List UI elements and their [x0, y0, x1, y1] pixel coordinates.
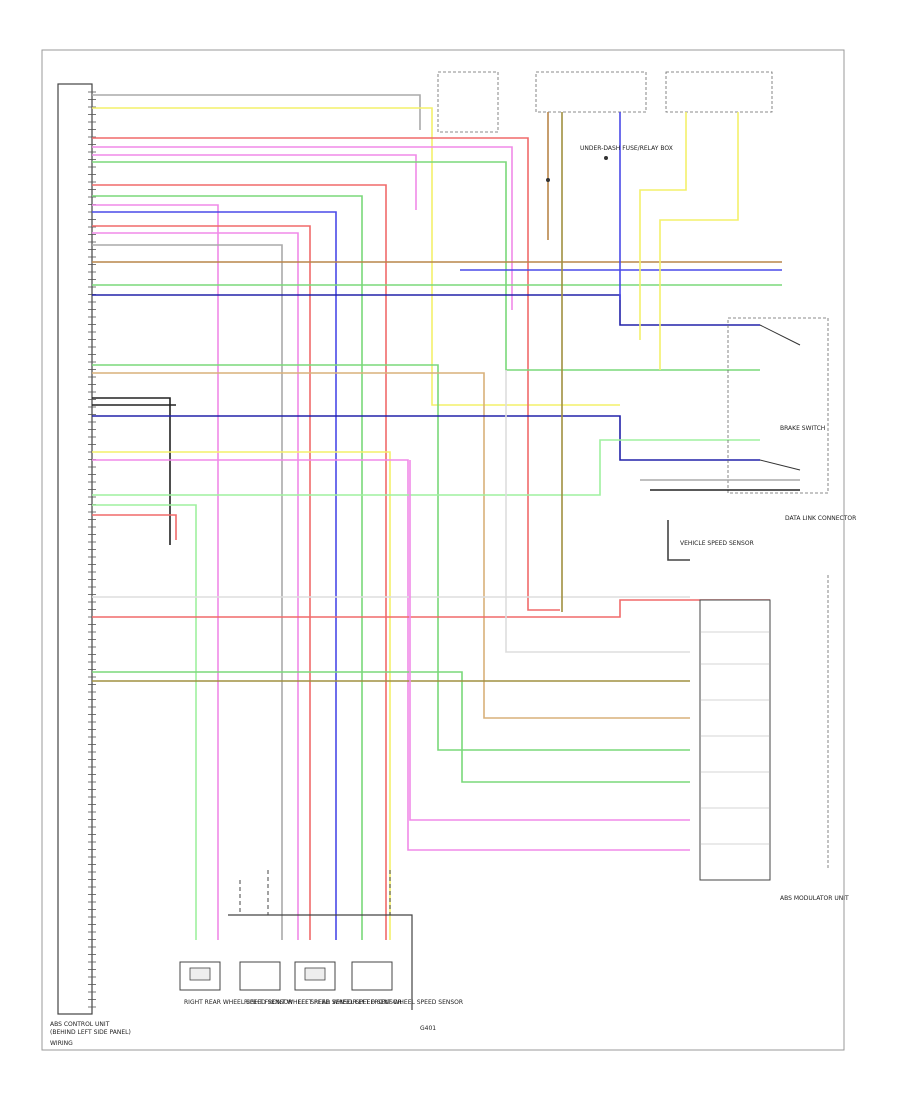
data-link-label: DATA LINK CONNECTOR	[785, 515, 856, 522]
wire-red-5	[92, 599, 770, 618]
wire-red-3	[92, 225, 311, 940]
sensor-rf-label: RIGHT FRONT WHEEL SPEED SENSOR	[244, 999, 357, 1006]
wire-gray-2	[92, 244, 283, 940]
sensor-lr-label: LEFT REAR WHEEL SPEED SENSOR	[298, 999, 402, 1006]
relay-box-label: UNDER-DASH FUSE/RELAY BOX	[580, 145, 673, 152]
wire-black-1	[92, 397, 171, 545]
wire-red-2	[92, 184, 387, 940]
vss: VEHICLE SPEED SENSOR	[667, 520, 754, 561]
brake-switch-label: BRAKE SWITCH	[780, 425, 825, 432]
diagram-frame	[41, 49, 845, 1051]
wire-green-2	[92, 195, 363, 940]
abs-modulator-unit: ABS MODULATOR UNIT	[699, 575, 849, 902]
ground-label: G401	[420, 1025, 436, 1032]
abs-control-unit: ABS CONTROL UNIT (BEHIND LEFT SIDE PANEL…	[50, 83, 131, 1036]
wire-green-1	[92, 161, 760, 371]
wire-darkblue-2	[92, 415, 760, 461]
wire-lightgray-2	[505, 370, 690, 653]
wire-lightgreen-2	[92, 504, 197, 940]
vss-label: VEHICLE SPEED SENSOR	[680, 540, 754, 547]
sensor-rr-label: RIGHT REAR WHEEL SPEED SENSOR	[184, 999, 292, 1006]
sensor-lf-label: LEFT FRONT WHEEL SPEED SENSOR	[355, 999, 463, 1006]
wire-pink-4	[92, 232, 299, 940]
sensor-right-rear: RIGHT REAR WHEEL SPEED SENSOR	[179, 961, 292, 1006]
wire-lightgreen-1	[92, 439, 760, 496]
wire-red-4	[92, 514, 177, 540]
wire-pink-2	[92, 154, 417, 210]
control-unit-label: ABS CONTROL UNIT	[50, 1021, 110, 1028]
wire-green-5	[92, 671, 690, 783]
wire-gray-1	[92, 94, 421, 130]
wire-tan-1	[92, 372, 690, 719]
wire-green-4	[92, 364, 690, 751]
wire-blue-1	[92, 211, 337, 940]
sensor-shield: G401	[228, 870, 436, 1032]
modulator-label: ABS MODULATOR UNIT	[780, 895, 849, 902]
sensor-right-front: RIGHT FRONT WHEEL SPEED SENSOR	[239, 961, 357, 1006]
wire-pink-6	[409, 460, 690, 821]
control-unit-sublabel: (BEHIND LEFT SIDE PANEL)	[50, 1029, 131, 1036]
wire-group-main	[92, 94, 782, 940]
fuse-box-top: UNDER-DASH FUSE/RELAY BOX	[437, 71, 773, 612]
sensor-left-front: LEFT FRONT WHEEL SPEED SENSOR	[351, 961, 463, 1006]
wire-pink-1	[92, 146, 513, 310]
wire-red-1	[92, 137, 560, 611]
wire-pink-3	[92, 204, 219, 940]
wire-darkblue-1	[92, 294, 760, 326]
wire-pink-5	[92, 459, 690, 851]
sensor-left-rear: LEFT REAR WHEEL SPEED SENSOR	[294, 961, 402, 1006]
wire-yellow-2	[92, 451, 391, 940]
footer-label: WIRING	[50, 1040, 73, 1047]
wire-yellow-1	[92, 107, 620, 406]
brake-switch: BRAKE SWITCH	[727, 317, 829, 494]
data-link-connector: DATA LINK CONNECTOR	[640, 479, 856, 522]
